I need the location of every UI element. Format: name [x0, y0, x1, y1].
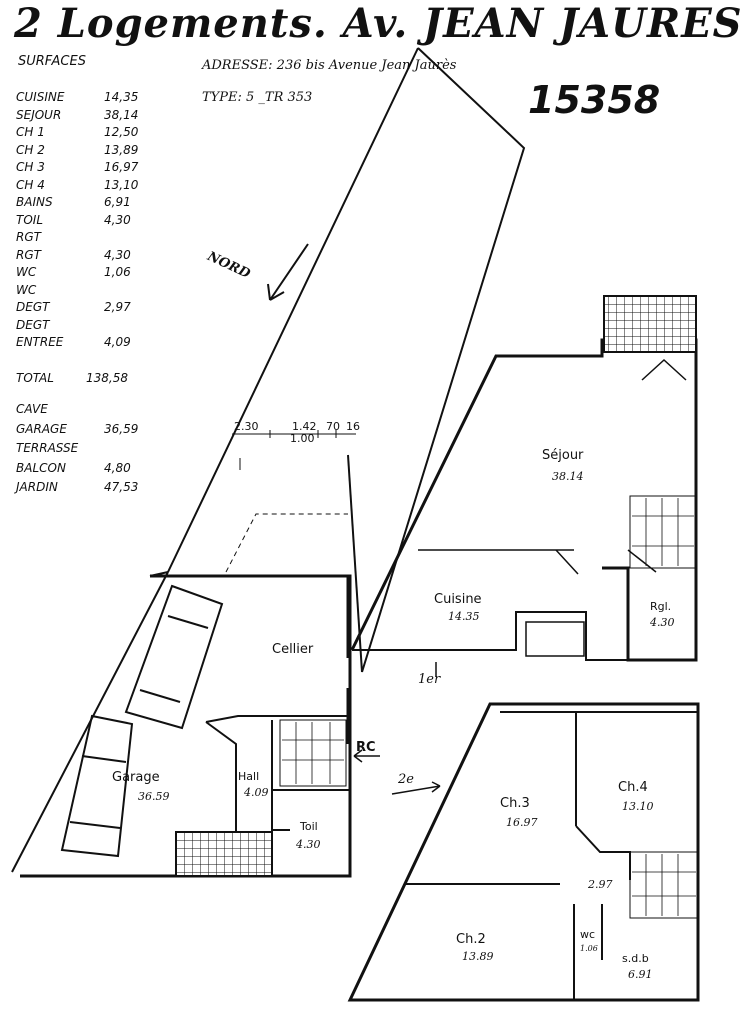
room-sejour: Séjour	[542, 448, 584, 463]
surface-value: 16,97	[104, 160, 139, 174]
ground-floor-label: RC	[356, 740, 376, 755]
dim-label: 1.00	[290, 432, 315, 445]
room-ch2-area: 13.89	[462, 950, 494, 963]
first-floor-label: 1er	[418, 672, 441, 687]
room-sejour-area: 38.14	[552, 470, 584, 483]
surface-value: 36,59	[104, 421, 139, 436]
room-hall-area: 4.09	[244, 786, 269, 799]
surface-name: DEGT	[16, 317, 50, 332]
room-cuisine-area: 14.35	[448, 610, 480, 623]
room-toil: Toil	[300, 820, 318, 833]
surface-value: 2,97	[104, 300, 131, 314]
balcony-hatch	[603, 295, 697, 353]
room-degt-area: 2.97	[588, 878, 613, 891]
room-ch3: Ch.3	[500, 796, 530, 811]
room-garage: Garage	[112, 770, 160, 785]
surface-value: 4,09	[104, 335, 131, 349]
car-icon-2	[60, 714, 134, 858]
room-rgl: Rgl.	[650, 600, 672, 613]
room-ch4-area: 13.10	[622, 800, 654, 813]
surface-value: 4,30	[104, 247, 131, 262]
surface-name: RGT	[16, 247, 41, 262]
reference-number: 15358	[528, 78, 661, 122]
room-toil-area: 4.30	[296, 838, 321, 851]
room-ch2: Ch.2	[456, 932, 486, 947]
terrace-hatch	[175, 831, 273, 877]
room-hall: Hall	[238, 770, 260, 783]
floor-plan-drawing	[11, 47, 700, 1002]
surface-total-label: TOTAL	[16, 370, 54, 385]
surface-name: CUISINE	[16, 90, 65, 104]
room-ch3-area: 16.97	[506, 816, 538, 829]
room-garage-area: 36.59	[138, 790, 170, 803]
surface-name: CH 1	[16, 125, 45, 139]
dim-label: 2.30	[234, 420, 259, 433]
surface-total-value: 138,58	[86, 370, 128, 385]
address-line: ADRESSE: 236 bis Avenue Jean Jaurès	[202, 58, 457, 73]
surface-value: 38,14	[104, 107, 139, 122]
plot-boundary	[167, 47, 526, 673]
page-title: 2 Logements. Av. JEAN JAURES	[14, 0, 743, 47]
surface-name: CH 4	[16, 177, 45, 192]
surface-name: BALCON	[16, 460, 66, 475]
surface-name: WC	[16, 282, 37, 297]
dim-label: 16	[346, 420, 360, 433]
room-wc: wc	[580, 928, 596, 941]
surface-name: RGT	[16, 230, 41, 244]
room-wc-area: 1.06	[580, 944, 598, 953]
surfaces-heading: SURFACES	[18, 54, 86, 69]
surface-name: CH 3	[16, 160, 45, 174]
type-line: TYPE: 5 _TR 353	[202, 90, 313, 105]
dim-label: 70	[326, 420, 340, 433]
surface-name: TOIL	[16, 212, 43, 227]
second-floor-label: 2e	[398, 772, 414, 787]
surface-name: DEGT	[16, 300, 50, 314]
surface-value: 4,30	[104, 212, 131, 227]
surface-value: 6,91	[104, 195, 131, 209]
surface-name: SEJOUR	[16, 107, 62, 122]
car-icon-1	[124, 584, 224, 730]
surface-value: 13,10	[104, 177, 139, 192]
second-floor-walls	[347, 702, 700, 1002]
surface-name: CH 2	[16, 142, 45, 157]
surface-value: 12,50	[104, 125, 139, 139]
room-sdb: s.d.b	[622, 952, 649, 965]
surface-name: ENTREE	[16, 335, 64, 349]
room-cellier: Cellier	[272, 642, 314, 657]
surface-value: 13,89	[104, 142, 139, 157]
room-sdb-area: 6.91	[628, 968, 653, 981]
room-cuisine: Cuisine	[434, 592, 482, 607]
surface-name: JARDIN	[16, 480, 58, 494]
surface-value: 14,35	[104, 90, 139, 104]
surface-name: WC	[16, 265, 37, 279]
surface-name: GARAGE	[16, 421, 67, 436]
surface-value: 4,80	[104, 460, 131, 475]
surface-value: 47,53	[104, 480, 139, 494]
north-arrow-icon	[267, 243, 309, 301]
surface-name: TERRASSE	[16, 441, 79, 455]
room-ch4: Ch.4	[618, 780, 648, 795]
room-rgl-area: 4.30	[650, 616, 675, 629]
surface-name: BAINS	[16, 195, 53, 209]
surface-value: 1,06	[104, 265, 131, 279]
dim-label: 1.42	[292, 420, 317, 433]
surface-name: CAVE	[16, 402, 48, 416]
